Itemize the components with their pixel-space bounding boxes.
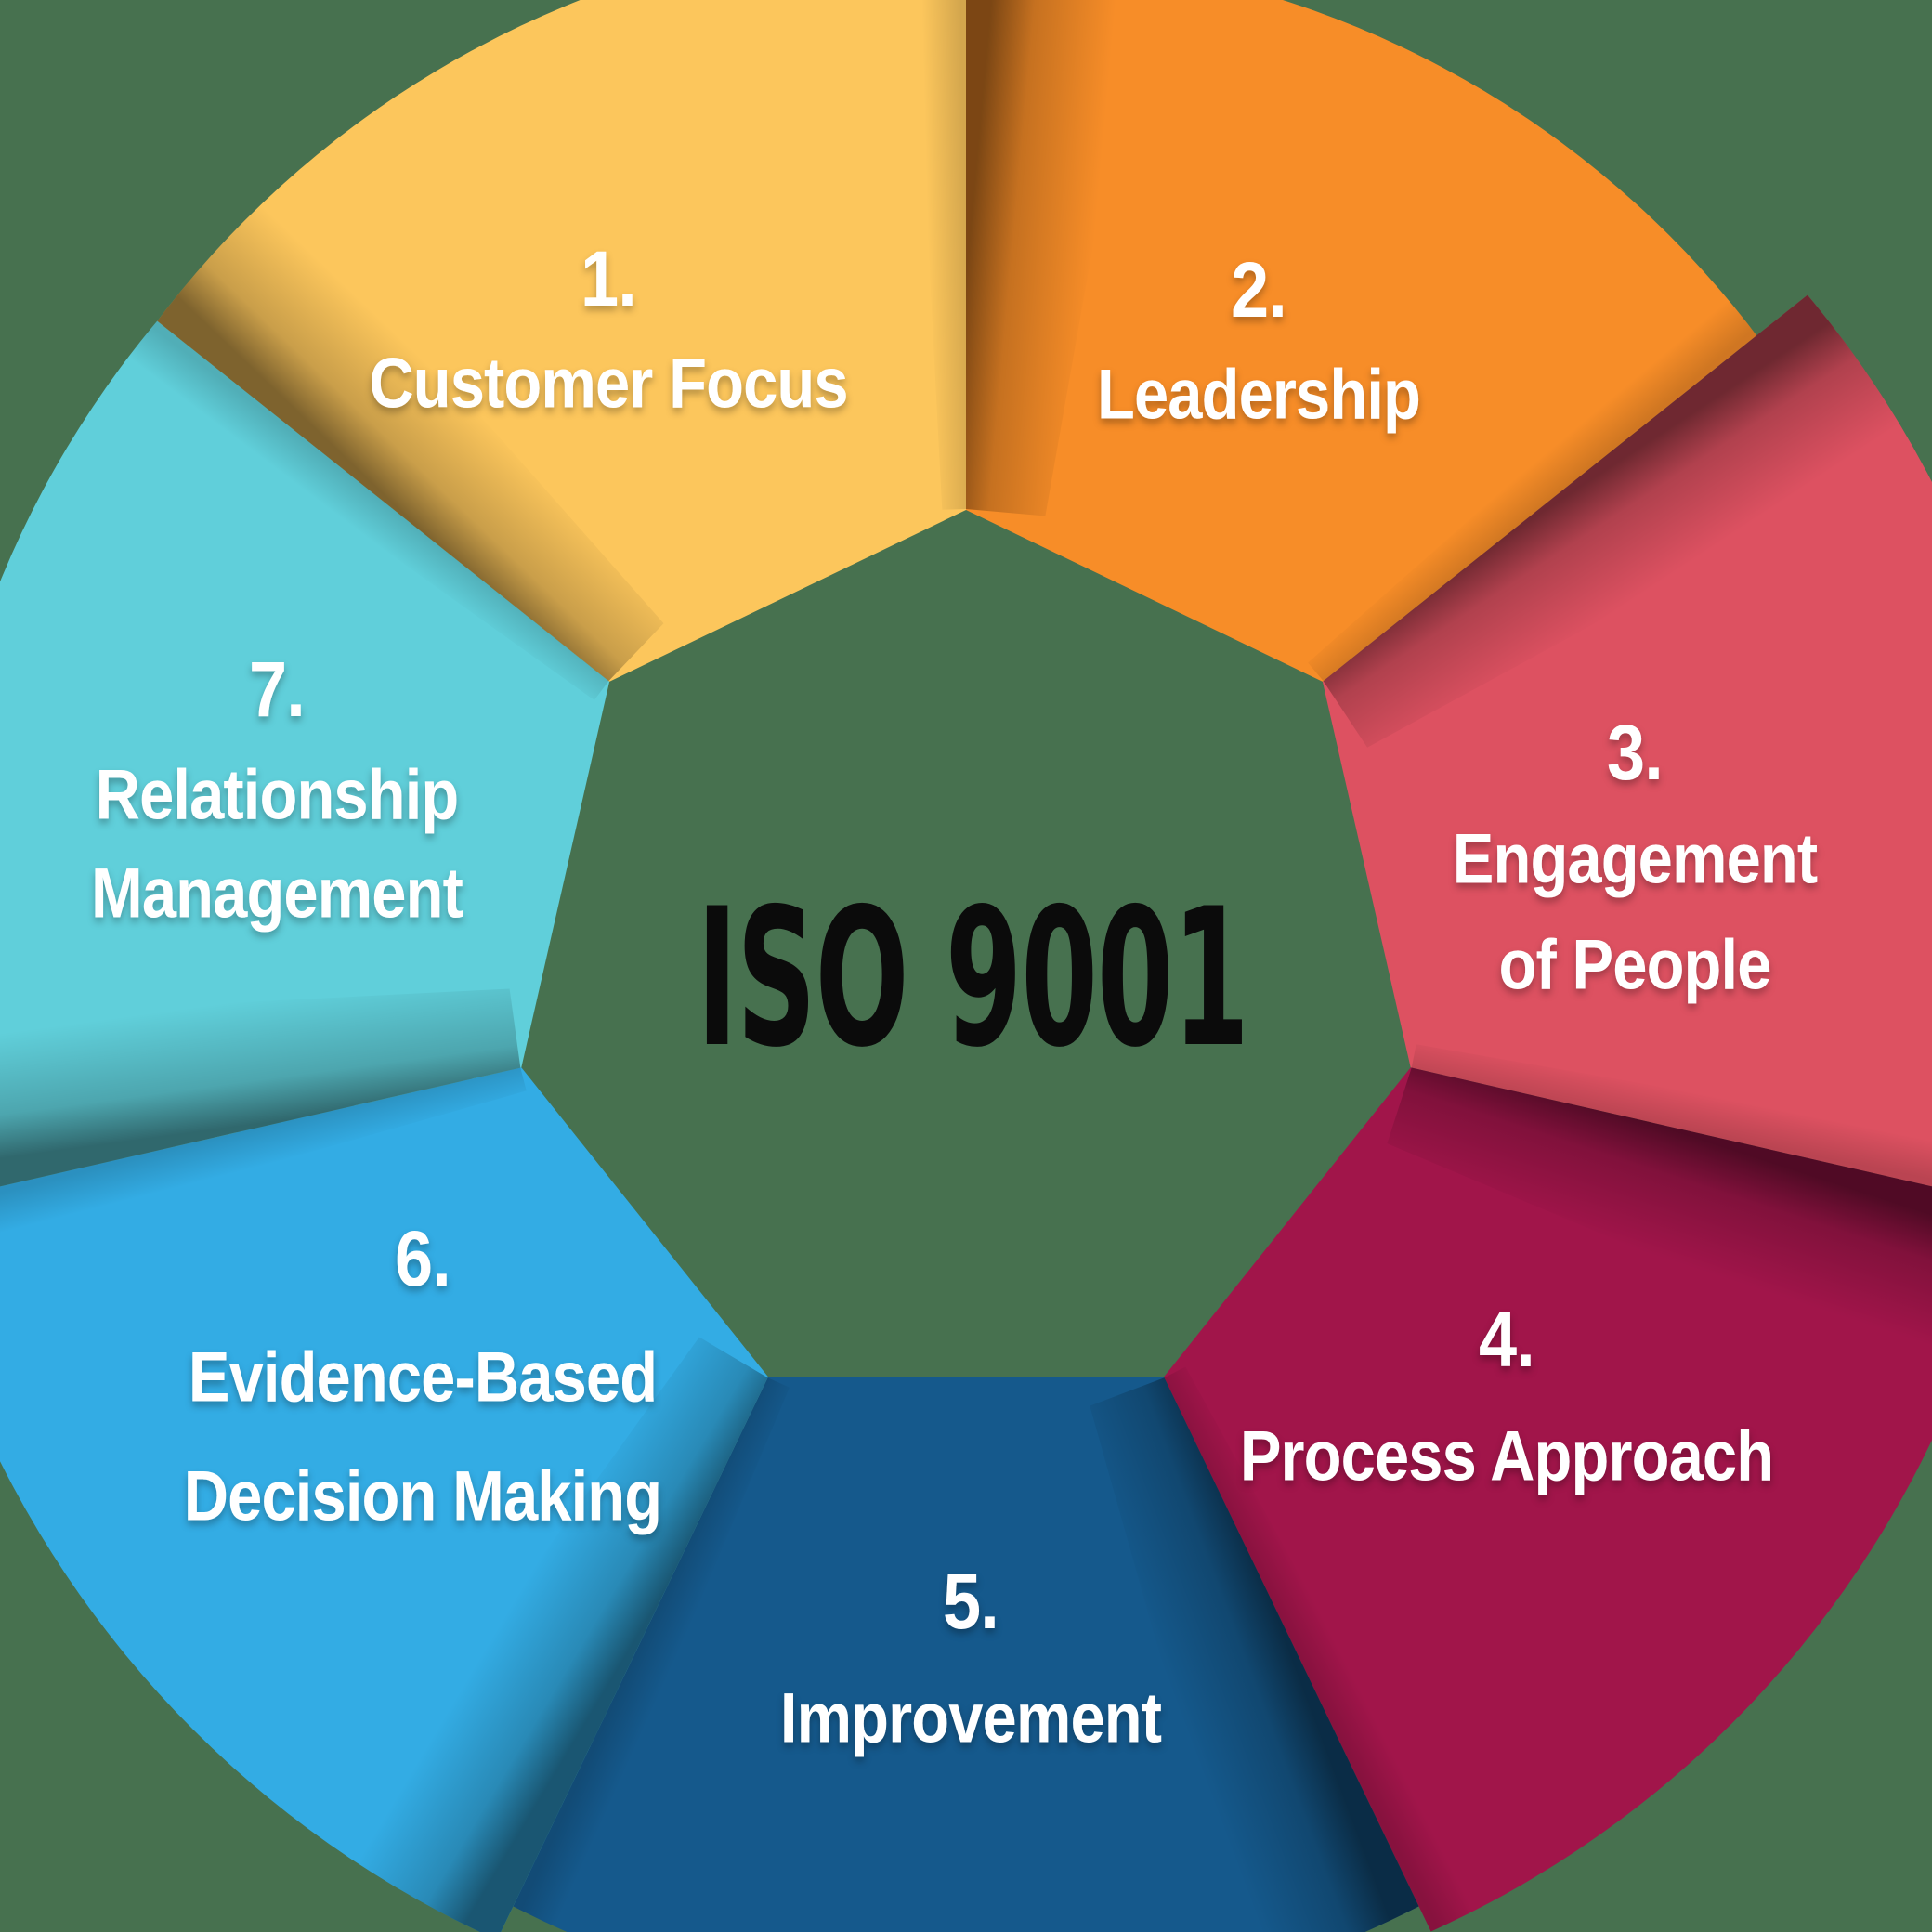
- segment-name-label: of People: [1498, 926, 1770, 1005]
- segment-name-label: Decision Making: [184, 1457, 661, 1536]
- segment-number-label: 4.: [1479, 1296, 1534, 1383]
- fold-shadow: [1387, 1067, 1932, 1651]
- segment-labels: 1. Customer Focus 2. Leadership 3. Engagement…: [91, 235, 1818, 1758]
- segment-name-label: Management: [91, 855, 463, 933]
- fold-edge-shade: [0, 1067, 527, 1449]
- segment-name-label: Process Approach: [1240, 1417, 1773, 1496]
- fold-shadow: [0, 1337, 768, 1932]
- segment-label-engagement-of-people: 3. Engagement of People: [1453, 709, 1818, 1005]
- segment-name-label: Leadership: [1097, 356, 1420, 435]
- segment-label-customer-focus: 1. Customer Focus: [369, 235, 848, 424]
- segment-name-label: Evidence-Based: [189, 1338, 657, 1417]
- segment-number-label: 7.: [249, 646, 305, 733]
- segment-number-label: 3.: [1607, 709, 1663, 796]
- fold-shadow: [1090, 1377, 1732, 1932]
- fold-edge-shade: [200, 1377, 790, 1932]
- segment-number-label: 2.: [1231, 246, 1286, 333]
- fold-shadow: [0, 988, 521, 1359]
- segment-label-improvement: 5. Improvement: [780, 1558, 1162, 1758]
- segment-shape-relationship-management: [0, 0, 610, 1359]
- segment-number-label: 5.: [943, 1558, 999, 1645]
- segment-name-label: Customer Focus: [369, 345, 847, 424]
- segment-improvement: [200, 1377, 1732, 1932]
- segment-label-leadership: 2. Leadership: [1097, 246, 1421, 435]
- segment-shape-customer-focus: [0, 0, 966, 682]
- fold-edge-shade: [873, 0, 966, 510]
- segment-number-label: 1.: [581, 235, 636, 322]
- segment-label-process-approach: 4. Process Approach: [1240, 1296, 1774, 1496]
- segment-name-label: Relationship: [96, 756, 459, 835]
- fold-shadow: [966, 0, 1273, 516]
- segment-shape-leadership: [966, 0, 1932, 682]
- fold-edge-shade: [1164, 1366, 1814, 1932]
- fold-edge-shade: [1411, 1044, 1932, 1359]
- segment-shape-engagement-of-people: [1322, 0, 1932, 1359]
- wheel-center-title: ISO 9001: [697, 867, 1248, 1090]
- segment-number-label: 6.: [395, 1215, 450, 1302]
- segment-name-label: Improvement: [780, 1679, 1161, 1758]
- segment-name-label: Engagement: [1453, 820, 1818, 899]
